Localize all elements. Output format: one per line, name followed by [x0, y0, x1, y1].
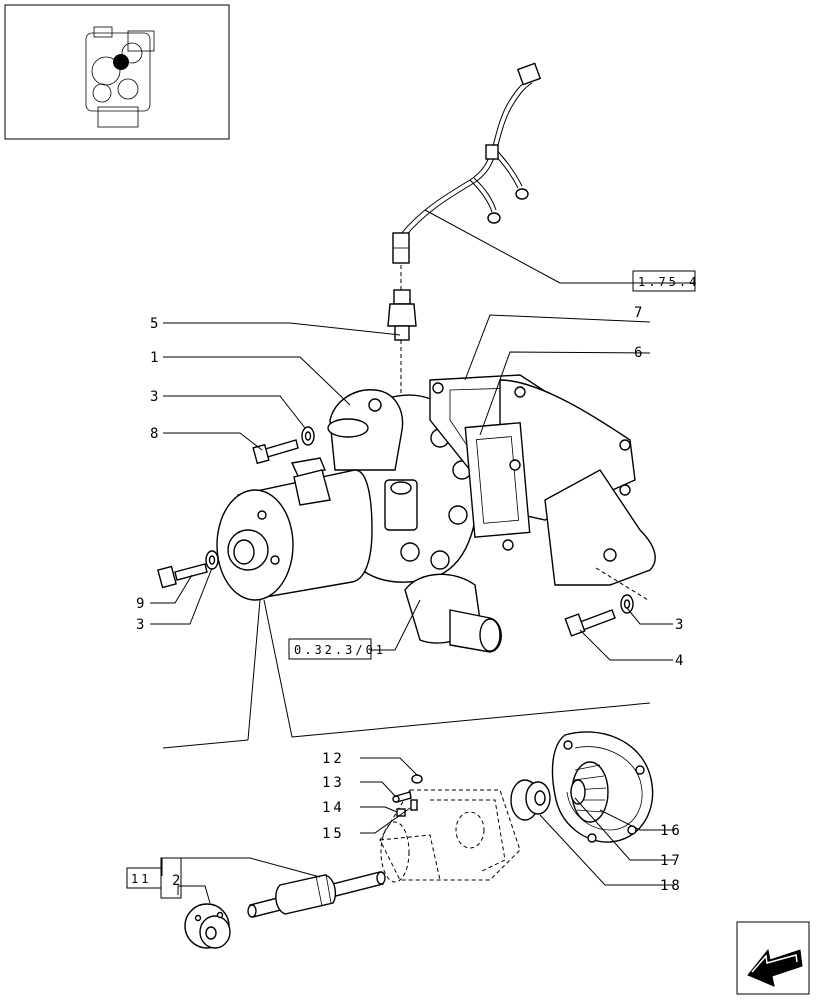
ref-kit[interactable]: 11 — [126, 857, 182, 899]
callout-6: 6 — [634, 345, 645, 361]
arrow-left-icon[interactable] — [736, 921, 810, 995]
callout-12: 12 — [322, 751, 345, 767]
callout-2: 2 — [172, 873, 183, 889]
callout-4: 4 — [675, 653, 686, 669]
ref-kit-label: 11 — [131, 872, 151, 886]
callout-17: 17 — [660, 853, 683, 869]
callout-3-upper: 3 — [150, 389, 161, 405]
hose-fitting — [404, 573, 502, 653]
callout-3-right: 3 — [675, 617, 686, 633]
ref-harness-label: 1.75.4 — [638, 275, 699, 289]
leader-lines — [150, 209, 695, 904]
bolt-right — [564, 594, 634, 637]
callout-1: 1 — [150, 350, 161, 366]
callout-9: 9 — [136, 596, 147, 612]
engine-thumbnail-icon[interactable] — [4, 4, 230, 140]
shaft-bearing — [184, 871, 386, 949]
callout-15: 15 — [322, 826, 345, 842]
ref-harness[interactable]: 1.75.4 — [632, 270, 699, 292]
outlet-manifold — [544, 469, 656, 601]
bolts-left — [157, 426, 315, 589]
wiring-harness — [392, 62, 542, 264]
callout-14: 14 — [322, 800, 345, 816]
callout-3-lower-left: 3 — [136, 617, 147, 633]
ref-pipe[interactable]: 0.32.3/01 — [288, 638, 386, 660]
callout-18: 18 — [660, 878, 683, 894]
seal-bearing — [510, 779, 551, 821]
callout-8: 8 — [150, 426, 161, 442]
ref-pipe-label: 0.32.3/01 — [294, 643, 386, 657]
callout-16: 16 — [660, 823, 683, 839]
callout-5: 5 — [150, 316, 161, 332]
pump-housing-ghost — [379, 789, 521, 883]
small-parts — [392, 774, 423, 817]
callout-13: 13 — [322, 775, 345, 791]
callout-7: 7 — [634, 305, 645, 321]
impeller-cover — [551, 731, 654, 843]
